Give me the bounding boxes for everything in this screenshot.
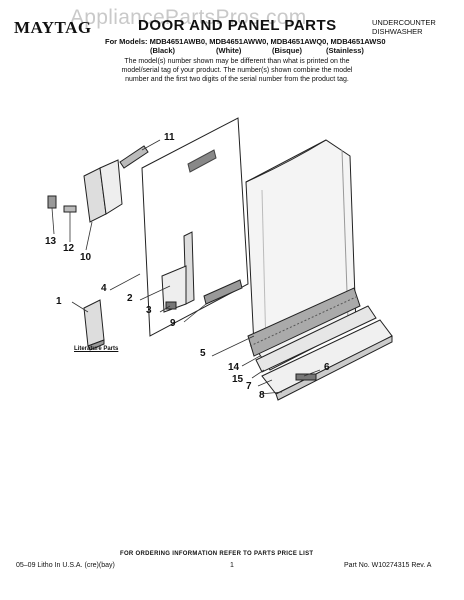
callout-9: 9 <box>170 318 176 329</box>
callout-7: 7 <box>246 381 252 392</box>
color-stainless: (Stainless) <box>326 46 364 55</box>
callout-11: 11 <box>164 132 175 143</box>
model-number: MDB4651AWB0, <box>149 37 208 46</box>
brand-logo: MAYTAG <box>14 18 92 37</box>
hinge-bracket <box>83 145 149 223</box>
callout-6: 6 <box>324 362 330 373</box>
callout-3: 3 <box>146 305 152 316</box>
color-white: (White) <box>216 46 242 55</box>
side-bracket <box>161 231 195 313</box>
page-number: 1 <box>230 562 234 569</box>
literature-parts-label: Literature Parts <box>74 346 119 352</box>
callout-1: 1 <box>56 296 62 307</box>
model-number: MDB4651AWQ0, <box>270 37 329 46</box>
callout-2: 2 <box>127 293 133 304</box>
callout-5: 5 <box>200 348 206 359</box>
callout-13: 13 <box>45 236 57 247</box>
bolt <box>295 373 317 381</box>
models-label: For Models: <box>105 37 148 46</box>
strip <box>203 279 243 305</box>
literature-booklet <box>83 299 105 351</box>
vent-grille <box>247 287 361 357</box>
model-number: MDB4651AWW0, <box>209 37 269 46</box>
part-number: Part No. W10274315 Rev. A <box>344 562 432 569</box>
product-type-line1: UNDERCOUNTER <box>372 18 436 27</box>
callout-14: 14 <box>228 362 240 373</box>
callout-12: 12 <box>63 243 75 254</box>
callout-4: 4 <box>101 283 107 294</box>
watermark: AppliancePartsPros.com <box>70 6 307 29</box>
litho-info: 05–09 Litho In U.S.A. (cre)(bay) <box>16 562 115 569</box>
model-note: The model(s) number shown may be differe… <box>121 58 353 83</box>
kick-plate <box>255 305 377 373</box>
screw <box>165 301 177 310</box>
models-line: For Models: MDB4651AWB0, MDB4651AWW0, MD… <box>105 37 386 46</box>
inner-door-panel <box>141 117 249 337</box>
product-type: UNDERCOUNTER DISHWASHER <box>372 18 452 36</box>
color-bisque: (Bisque) <box>272 46 302 55</box>
toe-panel <box>261 319 393 401</box>
product-type-line2: DISHWASHER <box>372 27 423 36</box>
callout-15: 15 <box>232 374 244 385</box>
model-number: MDB4651AWS0 <box>330 37 386 46</box>
page-title: DOOR AND PANEL PARTS <box>138 17 337 34</box>
ordering-info: FOR ORDERING INFORMATION REFER TO PARTS … <box>120 551 314 557</box>
callout-10: 10 <box>80 252 92 263</box>
callout-8: 8 <box>259 390 265 401</box>
color-black: (Black) <box>150 46 176 55</box>
